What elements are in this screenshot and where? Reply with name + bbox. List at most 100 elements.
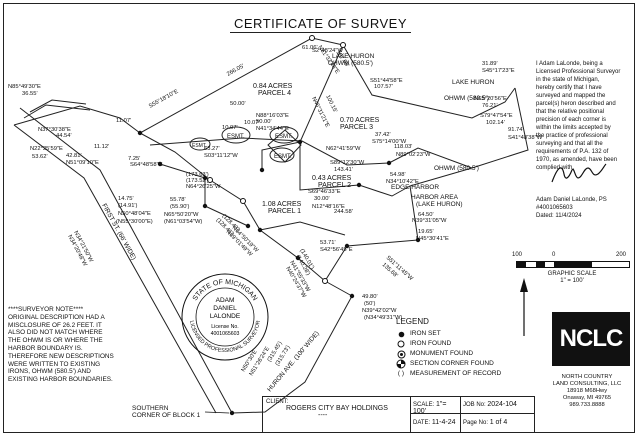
iron-set-marker [137, 130, 143, 136]
cert-line: hereby certify that I have [536, 85, 602, 91]
bearing-distance-label: (N34°49'31"W) [364, 315, 402, 321]
firm-address: Onaway, MI 49765 [562, 395, 612, 401]
seal-first-name: ADAM [216, 297, 235, 304]
southern-corner-label: SOUTHERN [132, 405, 169, 412]
bearing-distance-label: S2°48'24"W [312, 48, 343, 54]
bearing-distance-label: N37°30'38"E [38, 127, 71, 133]
firm-info: NORTH COUNTRY LAND CONSULTING, LLC 18918… [540, 374, 634, 409]
iron-found-marker [322, 278, 328, 284]
graphic-scale: 100 0 200 GRAPHIC SCALE 1" = 100' [512, 252, 632, 285]
legend-item: IRON SET [396, 329, 530, 339]
page-label: Page No: [463, 420, 489, 426]
bearing-distance-label: (N61°03'54"W) [164, 219, 202, 225]
easement-outline [221, 126, 251, 144]
bearing-distance-label: N45°30'41"E [416, 236, 449, 242]
bearing-distance-label: 50.00' [230, 101, 246, 107]
bearing-distance-label: N85°49'30"E [8, 84, 41, 90]
bearing-distance-label: 76.21' [482, 103, 498, 109]
note-line: EXISTING HARBOR BOUNDARIES. [8, 376, 113, 384]
page-cell: Page No: 1 of 4 [461, 414, 535, 432]
scale-tick: 0 [552, 252, 556, 258]
section-corner-icon [396, 359, 406, 369]
cert-line: I Adam LaLonde, being a [536, 61, 603, 67]
note-line: HARBOR BOUNDARY IS. [8, 344, 83, 352]
iron-set-marker [344, 243, 350, 249]
parcel-line [149, 137, 390, 166]
bearing-distance-label: 31.89' [482, 61, 498, 67]
parcel-label: PARCEL 1 [268, 208, 301, 215]
area-label: 1.08 ACRES [262, 201, 302, 208]
bearing-distance-label: 42.81' [66, 153, 82, 159]
bearing-distance-label: 100.15' [324, 94, 338, 114]
bearing-distance-label: 50.00' [256, 119, 272, 125]
bearing-distance-label: (55.90') [170, 204, 190, 210]
client-cell: CLIENT: ROGERS CITY BAY HOLDINGS ---- [263, 397, 411, 432]
bearing-distance-label: S42°56'45"E [320, 247, 353, 253]
bearing-distance-label: 53.62' [32, 154, 48, 160]
cert-line: in the state of Michigan, [536, 77, 600, 83]
bearing-distance-label: (14.91') [118, 203, 138, 209]
easement-label: ESMT. [274, 154, 292, 160]
cert-line: surveying and that all the [536, 141, 603, 147]
bearing-distance-label: N22°25'59"E [30, 146, 63, 152]
bearing-distance-label: N41°34'44"E [256, 126, 289, 132]
signer-date: Dated: 11/4/2024 [536, 213, 582, 219]
parcel-line [299, 142, 360, 191]
water-label: HARBOR AREA [411, 194, 459, 201]
harbor-edge-line [13, 105, 141, 134]
iron-set-marker [157, 161, 163, 167]
shore-line-north [342, 44, 516, 119]
bearing-distance-label: N62°41'59"W [326, 146, 361, 152]
easement-diamond [267, 129, 302, 163]
scale-cell: SCALE: 1"= 100' [411, 397, 461, 415]
bearing-distance-label: N65°50'20"W [164, 212, 199, 218]
bearing-distance-label: S51°44'58"E [370, 78, 403, 84]
bearing-distance-label: N39°42'02"W [362, 308, 397, 314]
cert-line: 1970, as amended, have been [536, 157, 618, 163]
note-line: ALSO DID NOT MATCH WHERE [8, 329, 103, 337]
scale-tick: 200 [616, 252, 627, 258]
note-line: ORIGINAL DESCRIPTION HAD A [8, 313, 105, 321]
iron-found-marker [207, 177, 213, 183]
cert-line: complied with. [536, 165, 575, 171]
bearing-distance-label: N65°20'56"E [474, 96, 507, 102]
seal-last-name: LALONDE [210, 313, 241, 320]
firm-name: LAND CONSULTING, LLC [552, 381, 622, 387]
bearing-distance-label: 44.54' [56, 133, 72, 139]
legend-item: MONUMENT FOUND [396, 349, 530, 359]
iron-found-marker [340, 42, 346, 48]
bearing-distance-label: S79°47'54"E [480, 113, 513, 119]
scale-bar [516, 261, 630, 268]
signer-license: #4001065603 [536, 205, 573, 211]
parcel-line [388, 147, 473, 169]
parcel-line [261, 141, 301, 170]
bearing-distance-label: 14.75' [118, 196, 134, 202]
bearing-distance-label: 7.25' [128, 156, 140, 162]
note-heading: ****SURVEYOR NOTE**** [8, 306, 84, 313]
monument-icon [396, 350, 406, 359]
bearing-distance-label: 64.50' [418, 212, 434, 218]
easement-outline [269, 147, 295, 163]
certification-text: I Adam LaLonde, being a Licensed Profess… [536, 60, 632, 172]
bearing-distance-label: 37.42' [375, 132, 391, 138]
cert-line: surveyed and mapped the [536, 93, 606, 99]
cert-line: Licensed Professional Surveyor [536, 69, 621, 75]
street-label: HURON AVE. (100' WIDE) [266, 330, 321, 393]
scale-caption: GRAPHIC SCALE 1" = 100' [512, 271, 632, 285]
client-name: ROGERS CITY BAY HOLDINGS [286, 405, 388, 412]
iron-set-marker [202, 175, 208, 181]
bearing-distance-label: 55.78' [170, 197, 186, 203]
iron-set-marker [386, 160, 392, 166]
water-label: OHWM (580.5') [328, 60, 373, 67]
north-arrow-icon [520, 278, 528, 336]
bearing-distance-label: 30.00' [314, 196, 330, 202]
parcel-label: PARCEL 2 [318, 182, 351, 189]
easement-outline [189, 137, 211, 151]
bearing-distance-label: 91.74' [508, 127, 524, 133]
easement-label: ESMT. [227, 134, 245, 140]
bearing-distance-label: 102.14' [486, 120, 505, 126]
legend-title: LEGEND [396, 317, 429, 326]
job-label: JOB No: [463, 402, 486, 408]
bearing-distance-label: 36.55' [22, 91, 38, 97]
